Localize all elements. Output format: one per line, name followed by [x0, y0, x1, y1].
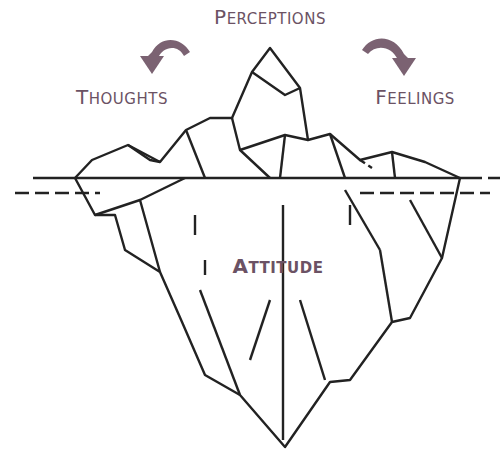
side-label: FEELINGS — [375, 86, 455, 108]
title-label: PERCEPTIONS — [214, 6, 326, 28]
side-label: THOUGHTS — [76, 86, 168, 108]
underwater-label: ATTITUDE — [233, 255, 324, 277]
